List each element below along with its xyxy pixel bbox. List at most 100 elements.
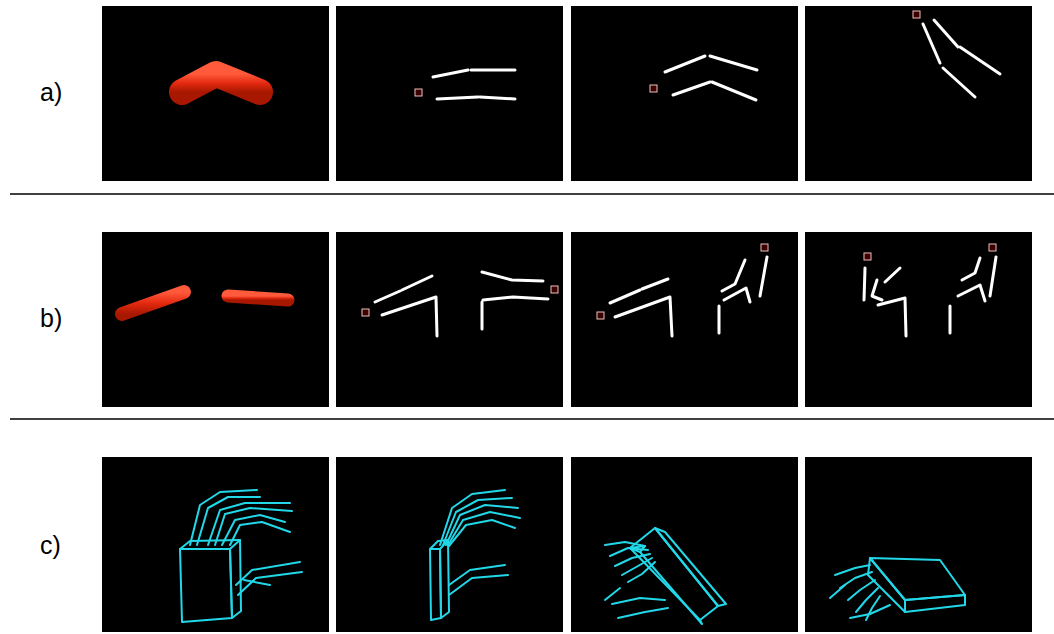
white-segments (482, 272, 543, 281)
white-segments (943, 68, 975, 97)
white-segments (615, 297, 672, 336)
hand-wireframe (238, 572, 302, 595)
marker-square (597, 312, 604, 319)
white-segments (375, 291, 400, 302)
white-segments (949, 306, 952, 333)
white-segments (760, 257, 767, 296)
hand-wireframe (655, 528, 726, 606)
white-segments (724, 288, 750, 302)
hand-wireframe (612, 598, 665, 604)
hand-wireframe (180, 549, 232, 622)
row-label: a) (40, 78, 62, 107)
red-model (182, 74, 260, 92)
white-segments (471, 69, 515, 72)
marker-square (551, 286, 558, 293)
white-segments (718, 306, 721, 333)
red-model (228, 296, 288, 300)
white-segments (433, 70, 468, 77)
hand-wireframe (449, 575, 508, 595)
marker-square (761, 244, 768, 251)
white-segments (480, 97, 515, 99)
hand-wireframe (628, 562, 655, 582)
marker-square (415, 11, 920, 96)
white-segments (722, 260, 745, 291)
marker-square (362, 244, 996, 319)
white-segments (960, 47, 1000, 74)
white-segments (642, 279, 668, 289)
hand-wireframe (605, 588, 620, 600)
panel-backgrounds (571, 6, 798, 181)
hand-wireframe (180, 490, 965, 624)
hand-wireframe (848, 580, 875, 600)
hand-wireframe (856, 588, 878, 612)
white-segments (673, 82, 710, 95)
white-segments (934, 20, 958, 47)
row-label: c) (40, 531, 61, 560)
panel-backgrounds (571, 457, 798, 632)
white-segments (872, 280, 882, 300)
row-separators (10, 194, 1054, 419)
row-label: b) (40, 304, 62, 333)
hand-wireframe (197, 497, 260, 545)
white-segments (958, 285, 985, 301)
hand-wireframe (866, 596, 880, 620)
panel-backgrounds (336, 457, 563, 632)
hand-wireframe (615, 554, 650, 566)
hand-wireframe (230, 540, 241, 618)
white-segments (402, 276, 432, 290)
hand-wireframe (850, 605, 890, 618)
white-segments (382, 297, 437, 336)
panel-backgrounds (805, 457, 1032, 632)
marker-square (864, 253, 871, 260)
white-segments (375, 257, 996, 336)
marker-square (415, 89, 422, 96)
hand-wireframe (446, 505, 518, 545)
hand-wireframe (618, 608, 668, 618)
white-segments (864, 268, 865, 300)
red-model (181, 290, 231, 342)
marker-square (913, 11, 920, 18)
panel-backgrounds (102, 6, 1032, 632)
white-segments (990, 257, 996, 296)
white-segments (878, 298, 906, 336)
panel-backgrounds (102, 457, 329, 632)
panel-backgrounds (571, 232, 798, 407)
hand-wireframe (449, 520, 515, 546)
panel-backgrounds (336, 232, 563, 407)
hand-wireframe (215, 508, 292, 545)
white-segments (437, 97, 478, 99)
row-separators (10, 193, 1054, 195)
panel-backgrounds (805, 232, 1032, 407)
hand-wireframe (230, 522, 290, 545)
hand-wireframe (605, 542, 645, 546)
hand-wireframe (244, 580, 270, 585)
marker-square (362, 309, 369, 316)
marker-square (650, 85, 657, 92)
white-segments (885, 268, 900, 282)
hand-wireframe (440, 540, 449, 618)
white-segments (712, 82, 756, 100)
row-separators (10, 418, 1054, 420)
red-model (122, 290, 288, 342)
hand-wireframe (830, 585, 845, 598)
white-segments (710, 56, 757, 70)
hand-wireframe (870, 558, 965, 600)
white-segments (433, 20, 1000, 100)
white-segments (610, 290, 640, 303)
white-segments (923, 24, 940, 63)
red-model (182, 74, 260, 92)
hand-wireframe (448, 512, 520, 545)
hand-wireframe (905, 595, 965, 612)
white-segments (481, 302, 484, 329)
panel-backgrounds (805, 6, 1032, 181)
panel-backgrounds (102, 232, 329, 407)
panel-backgrounds (102, 6, 329, 181)
marker-square (989, 244, 996, 251)
white-segments (483, 297, 548, 300)
hand-wireframe (622, 558, 652, 575)
white-segments (665, 56, 705, 72)
red-model (122, 292, 184, 314)
white-segments (962, 258, 980, 280)
